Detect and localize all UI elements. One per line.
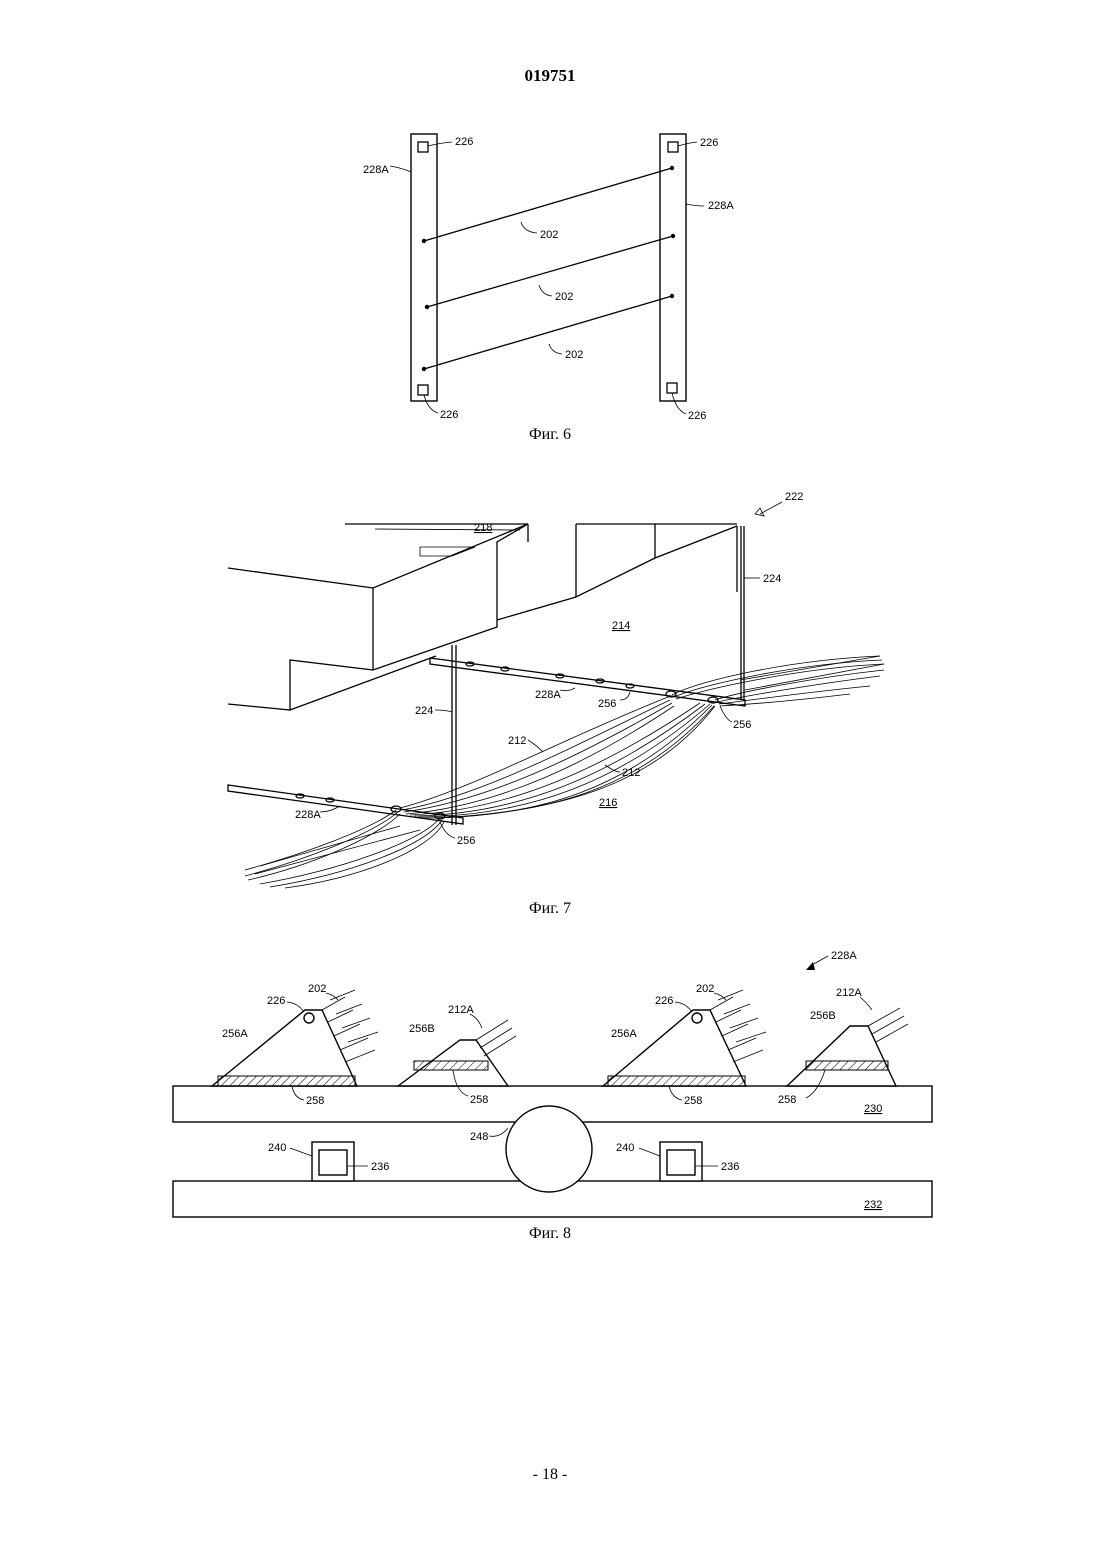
fig8-label-236-2: 236 <box>721 1161 739 1173</box>
clamp-256a-2 <box>603 1010 746 1086</box>
page-number: - 18 - <box>0 1466 1100 1484</box>
fig8-label-202-2: 202 <box>696 983 714 995</box>
fig8-label-212a-1: 212A <box>448 1004 474 1016</box>
fig8-label-240-1: 240 <box>268 1142 286 1154</box>
fig8-label-226-2: 226 <box>655 995 673 1007</box>
fig8-label-232: 232 <box>864 1199 882 1211</box>
fig8-label-236-1: 236 <box>371 1161 389 1173</box>
fig8-label-258-4: 258 <box>778 1094 796 1106</box>
fig8-label-258-2: 258 <box>470 1094 488 1106</box>
block-2 <box>667 1150 695 1175</box>
fig8-label-256a-1: 256A <box>222 1028 248 1040</box>
fig8-label-240-2: 240 <box>616 1142 634 1154</box>
fig8-label-258-1: 258 <box>306 1095 324 1107</box>
fig8-label-230: 230 <box>864 1103 882 1115</box>
figure-8-caption: Фиг. 8 <box>0 1225 1100 1243</box>
roller <box>506 1106 592 1192</box>
fig8-label-256a-2: 256A <box>611 1028 637 1040</box>
block-1 <box>319 1150 347 1175</box>
fig8-label-248: 248 <box>470 1131 488 1143</box>
fig8-label-256b-1: 256B <box>409 1023 435 1035</box>
figure-8-drawing: 228A 202 226 256A 212A 256B 202 226 256A… <box>0 0 1100 1260</box>
clamp-256a-1 <box>212 1010 357 1086</box>
fig8-label-202-1: 202 <box>308 983 326 995</box>
fig8-label-212a-2: 212A <box>836 987 862 999</box>
fig8-label-226-1: 226 <box>267 995 285 1007</box>
clamp-256b-2 <box>787 1026 896 1086</box>
fig8-label-228a: 228A <box>831 950 857 962</box>
fig8-label-258-3: 258 <box>684 1095 702 1107</box>
fig8-label-256b-2: 256B <box>810 1010 836 1022</box>
